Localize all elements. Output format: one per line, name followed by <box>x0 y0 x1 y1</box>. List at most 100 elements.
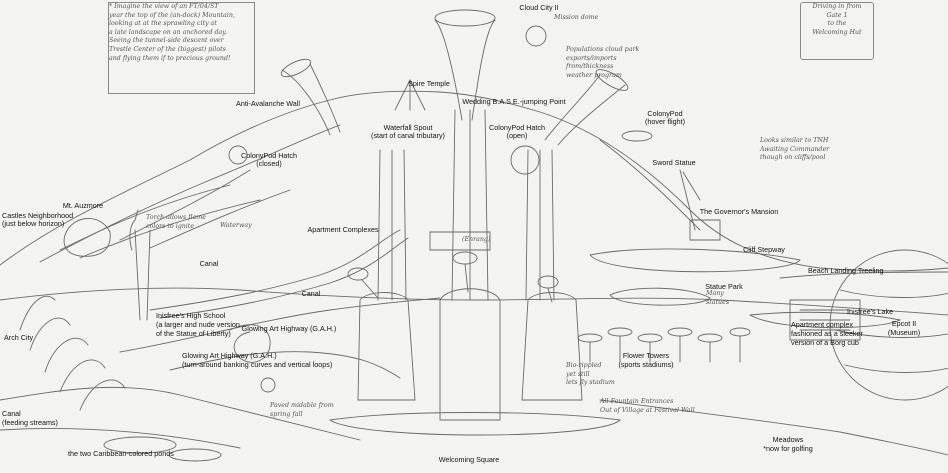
inisfree-lake <box>749 311 902 329</box>
label-colonypod-hatch-closed-sub: (closed) <box>256 159 282 168</box>
statue-park-mound <box>609 287 711 306</box>
label-epcot: Epcot II <box>891 319 917 328</box>
scroll-line: Gate 1 <box>826 11 848 19</box>
label-anti-avalanche-wall: Anti-Avalanche Wall <box>236 99 300 108</box>
waterfall-right <box>525 149 555 301</box>
handwritten-stadium-note: Bio-rippled yet still lets fly stadium <box>566 362 615 387</box>
label-wedding-base: Wedding B.A.S.E.-jumping Point <box>462 97 566 106</box>
trumpet-figure-right <box>521 292 583 401</box>
liberty-statue <box>129 209 151 321</box>
label-meadows-sub: *now for golfing <box>763 444 813 453</box>
label-arch-city: Arch City <box>4 333 34 342</box>
handwritten-waterway: Waterway <box>220 222 252 229</box>
handwritten-cloud-park-note: Looks similar to TNH Awaiting Commander … <box>760 137 830 162</box>
label-sword-statue: Sword Statue <box>652 158 696 167</box>
highway-loop-2 <box>260 377 276 393</box>
label-castles-sub: (just below horizon) <box>2 219 65 228</box>
label-statue-park: Statue Park <box>705 282 743 291</box>
handwritten-enrang: (Enrang) <box>462 236 491 243</box>
label-castles-neighborhood: Castles Neighborhood <box>2 211 74 220</box>
colonypod-hatch-open <box>510 145 540 175</box>
pond-2 <box>168 448 222 462</box>
handwritten-paved-note: Paved midable from spring fall <box>270 402 334 418</box>
label-meadows: Meadows <box>772 435 804 444</box>
label-inisfree-high-school-sub2: of the Statue of Liberty) <box>156 329 231 338</box>
label-cliff-stepway: Cliff Stepway <box>743 245 785 254</box>
waterfall-mid <box>451 109 489 301</box>
note-line: Seeing the tunnel-side descent over <box>109 37 224 45</box>
flower-towers <box>577 327 751 363</box>
label-inisfree-lake: Inisfree's Lake <box>847 307 894 316</box>
trumpet-figure-left <box>357 292 416 401</box>
spire-temple-funnel <box>434 19 496 121</box>
colonypod-hatch-closed <box>228 145 248 165</box>
castles-dome <box>63 217 111 257</box>
label-colonypod-hover-sub: (hover flight) <box>645 117 685 126</box>
epcot-sphere <box>829 249 948 401</box>
label-epcot-sub: (Museum) <box>887 328 921 337</box>
handwritten-statue-park-note: Many statues <box>706 290 730 306</box>
cliff-stepway-platform <box>589 248 801 273</box>
canal-curve-lower <box>119 297 441 353</box>
wedding-funnel-right <box>544 74 626 146</box>
arch-city <box>19 295 126 411</box>
colonypod-hover <box>621 130 653 142</box>
label-gah-lower: Glowing Art Highway (G.A.H.) <box>182 351 277 360</box>
note-line: year the top of the (an-dock) Mountain, <box>109 11 235 19</box>
label-colonypod-hatch-open: ColonyPod Hatch <box>489 123 545 132</box>
mountain-ridge <box>0 90 948 272</box>
note-line: looking at at the sprawling city at <box>109 20 217 28</box>
waterfall-left <box>377 149 407 301</box>
scroll-line: to the <box>827 20 847 28</box>
ground-contour <box>0 287 948 316</box>
scroll-note: Driving in from Gate 1 to the Welcoming … <box>800 2 874 60</box>
handwritten-cloud-city-note: Populations cloud park exports/imports f… <box>566 46 640 79</box>
label-apartment-complexes: Apartment Complexes <box>307 225 379 234</box>
note-line: and flying them if to precious ground! <box>109 54 231 62</box>
label-mt-auzmore: Mt. Auzmore <box>62 201 104 210</box>
label-colonypod-hatch-open-sub: (open) <box>506 131 528 140</box>
label-spire-temple: Spire Temple <box>408 79 450 88</box>
label-colonypod-hatch-closed: ColonyPod Hatch <box>241 151 297 160</box>
label-colonypod-hover: ColonyPod <box>647 109 683 118</box>
mountain-inner-ridge <box>39 124 701 263</box>
welcoming-square-plaza <box>329 412 621 436</box>
label-gah-upper: Glowing Art Highway (G.A.H.) <box>241 324 337 333</box>
label-apartment-borg: Apartment complex <box>791 320 853 329</box>
scroll-line: Welcoming Hut <box>812 28 862 36</box>
pond-1 <box>103 436 177 454</box>
cloud-city-sphere <box>525 25 547 47</box>
label-beach-landing: Beach Landing Treeling <box>808 266 884 275</box>
canal-line <box>149 229 401 311</box>
label-flower-towers-sub: (sports stadiums) <box>618 360 674 369</box>
note-line: * Imagine the view of an FT/04/ST <box>109 3 219 10</box>
governors-mansion <box>689 219 721 241</box>
sword-statue <box>679 169 701 231</box>
label-apartment-borg-sub1: fashioned as a sleeker <box>791 329 863 338</box>
label-cloud-city: Cloud City II <box>519 3 559 12</box>
label-apartment-borg-sub2: version of a Borg cub <box>791 338 859 347</box>
label-canal-feeding-sub: (feeding streams) <box>2 418 58 427</box>
label-gah-lower-sub: (turn-around banking curves and vertical… <box>182 360 333 369</box>
label-waterfall-spout: Waterfall Spout <box>383 123 433 132</box>
label-governors-mansion: The Governor's Mansion <box>699 207 779 216</box>
note-box: * Imagine the view of an FT/04/ST year t… <box>108 2 255 94</box>
label-canal-1: Canal <box>199 259 219 268</box>
label-canal-2: Canal <box>301 289 321 298</box>
label-caribbean-ponds: the two Caribbean-colored ponds <box>68 449 174 458</box>
handwritten-torch-note: Torch allows flame colors to ignite <box>146 214 206 230</box>
note-line: a late landscape on an anchored day. <box>109 28 228 36</box>
label-canal-feeding: Canal <box>2 409 21 418</box>
handwritten-mission-dome: Mission dome <box>554 14 599 21</box>
handwritten-fountain-note: All Fountain Entrances Out of Village at… <box>600 398 695 414</box>
glowing-highway-curve <box>169 351 401 379</box>
borg-apartment <box>789 299 861 341</box>
scroll-line: Driving in from <box>812 3 862 10</box>
highway-loop-1 <box>229 324 271 363</box>
trumpet-figure-center <box>439 288 501 421</box>
label-flower-towers: Flower Towers <box>622 351 670 360</box>
label-inisfree-high-school: Inisfree's High School <box>156 311 226 320</box>
label-welcoming-square: Welcoming Square <box>438 455 500 464</box>
label-waterfall-tributary: (start of canal tributary) <box>371 131 445 140</box>
